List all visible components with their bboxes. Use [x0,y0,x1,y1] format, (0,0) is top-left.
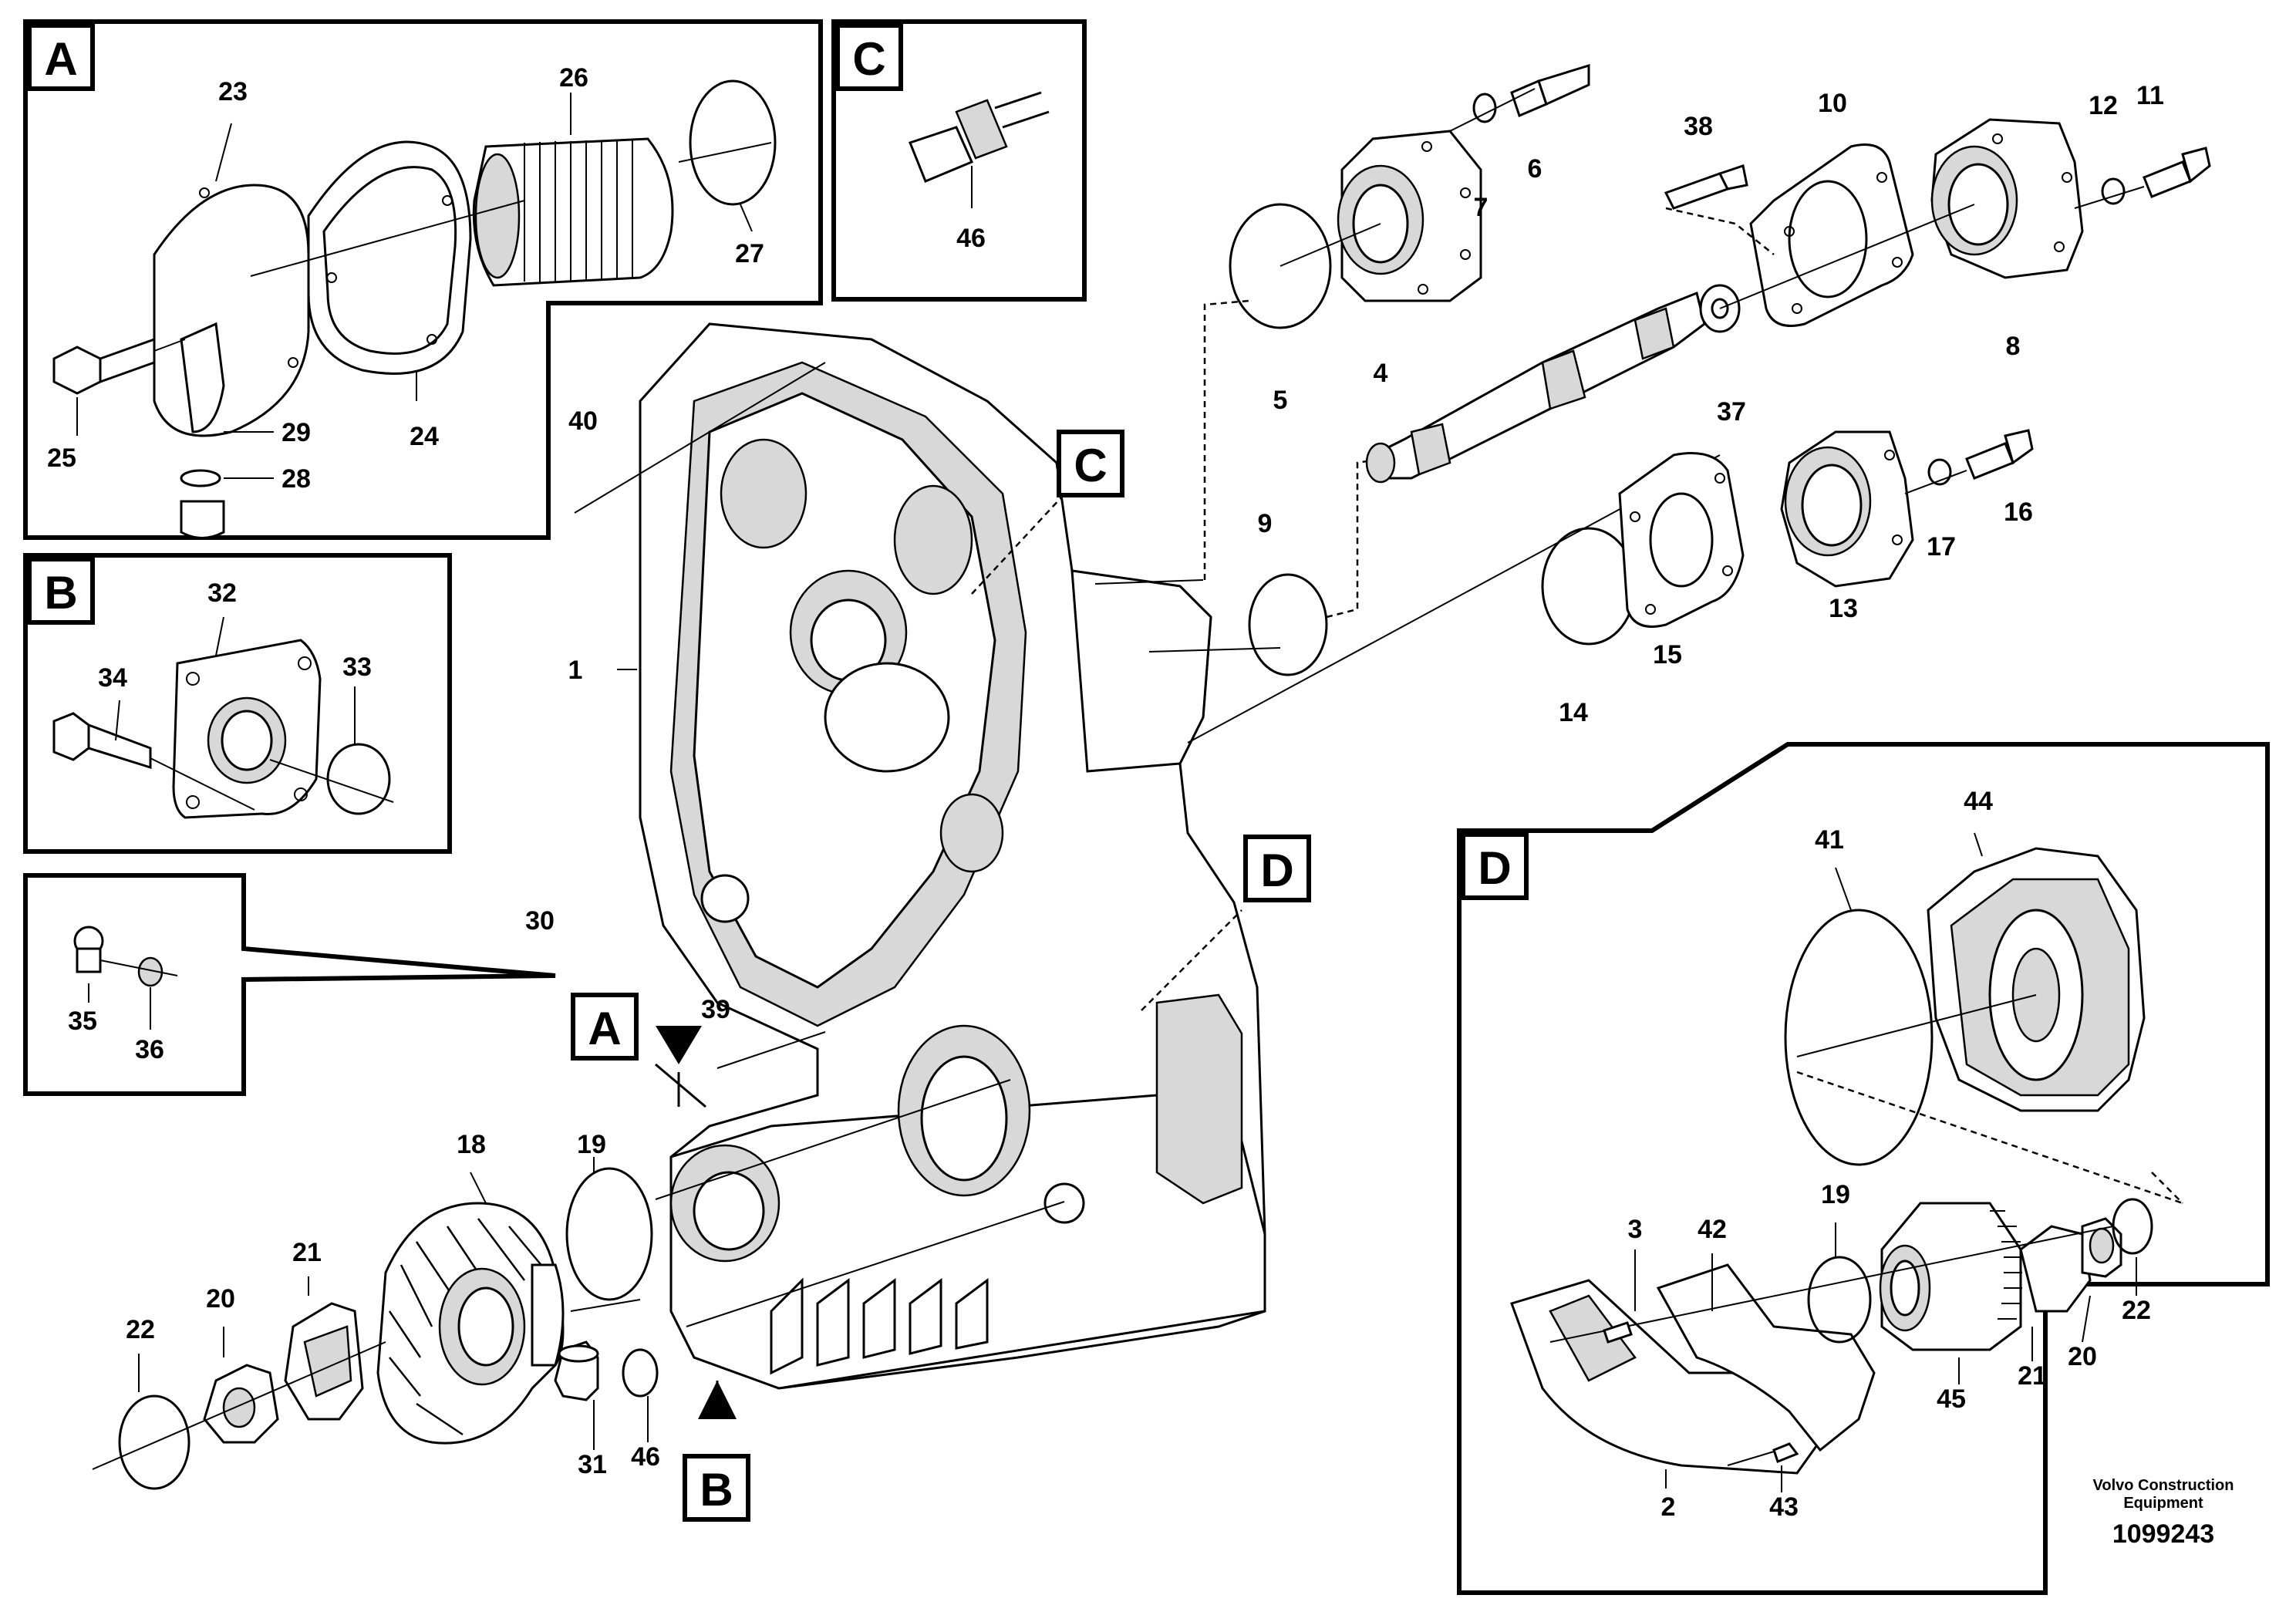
part-number: 22 [126,1315,155,1344]
part-number: 35 [68,1007,97,1036]
detail-callout-a: A [571,993,639,1061]
part-number: 21 [292,1238,322,1267]
part-number: 29 [282,418,311,447]
svg-text:B: B [44,567,77,619]
part-number: 3 [1628,1215,1643,1244]
part-number: 27 [735,239,764,268]
part-number: 41 [1815,825,1844,855]
part-number: 22 [2122,1296,2151,1325]
detail-b-parts [52,616,394,819]
svg-text:A: A [588,1003,621,1054]
part-number: 19 [577,1130,606,1159]
detail-label-b-corner: B [27,557,95,625]
detail-callout-c: C [1057,430,1124,497]
part-number: 11 [2136,81,2164,110]
part-number: 36 [135,1035,164,1064]
part-number: 42 [1698,1215,1727,1244]
part-number: 4 [1374,359,1388,388]
part-number: 15 [1653,640,1682,669]
part-number: 46 [956,224,986,253]
part-number-labels: 23 26 27 24 25 29 28 46 32 34 33 35 36 4… [47,63,2164,1522]
detail-frame-d [1457,742,2270,1595]
detail-callout-b: B [683,1454,750,1522]
part-number: 10 [1818,89,1847,118]
lower-left-parts [92,1157,659,1490]
part-number: 1 [568,656,583,685]
part-number: 14 [1559,698,1588,727]
part-number: 38 [1684,112,1713,141]
part-number: 6 [1528,154,1542,184]
svg-text:D: D [1260,845,1293,896]
part-number: 18 [457,1130,486,1159]
part-number: 26 [559,63,588,93]
part-number: 44 [1964,787,1993,816]
shaft-assembly [1229,63,2211,676]
svg-text:B: B [700,1464,733,1516]
part-number: 20 [206,1284,235,1313]
part-number: 32 [207,578,237,608]
part-number: 25 [47,443,76,473]
publisher-name-line1: Volvo Construction [2093,1477,2234,1494]
detail-callout-d: D [1243,835,1311,902]
part-number: 34 [98,663,127,693]
part-number: 17 [1927,532,1956,561]
detail-35-36-parts [73,926,178,1030]
part-number: 28 [282,464,311,494]
part-number: 13 [1829,594,1858,623]
publisher-name-line2: Equipment [2123,1495,2203,1512]
part-number: 9 [1258,509,1273,538]
svg-text:C: C [1074,440,1107,491]
part-number: 33 [342,653,372,682]
part-number: 45 [1937,1384,1966,1414]
svg-text:D: D [1478,842,1511,894]
part-number: 16 [2004,497,2033,527]
part-number: 21 [2018,1361,2047,1391]
svg-text:C: C [852,33,885,85]
part-number: 37 [1717,397,1746,427]
part-number: 40 [568,406,598,436]
part-number: 5 [1273,386,1288,415]
gearbox-housing [639,322,1266,1390]
detail-label-c-corner: C [835,23,903,91]
part-number: 12 [2089,91,2118,120]
part-number: 31 [578,1450,607,1479]
part-number: 19 [1821,1180,1850,1209]
part-number: 30 [525,906,555,936]
detail-frame-35-36 [23,873,556,1096]
document-number: 1099243 [2112,1519,2214,1549]
detail-d-parts [1510,832,2183,1492]
part-number: 2 [1661,1492,1676,1522]
detail-a-parts [52,79,777,539]
part-number: 20 [2068,1342,2097,1371]
part-number: 39 [701,995,730,1024]
part-number: 46 [631,1442,660,1472]
detail-label-a-corner: A [27,23,95,91]
detail-letter: A [44,33,77,85]
part-number: 24 [410,422,439,451]
detail-c-parts [909,91,1050,208]
part-number: 43 [1769,1492,1799,1522]
part-number: 23 [218,77,248,106]
detail-label-d-corner: D [1461,832,1529,900]
part-number: 7 [1474,193,1489,222]
part-number: 8 [2006,332,2021,361]
